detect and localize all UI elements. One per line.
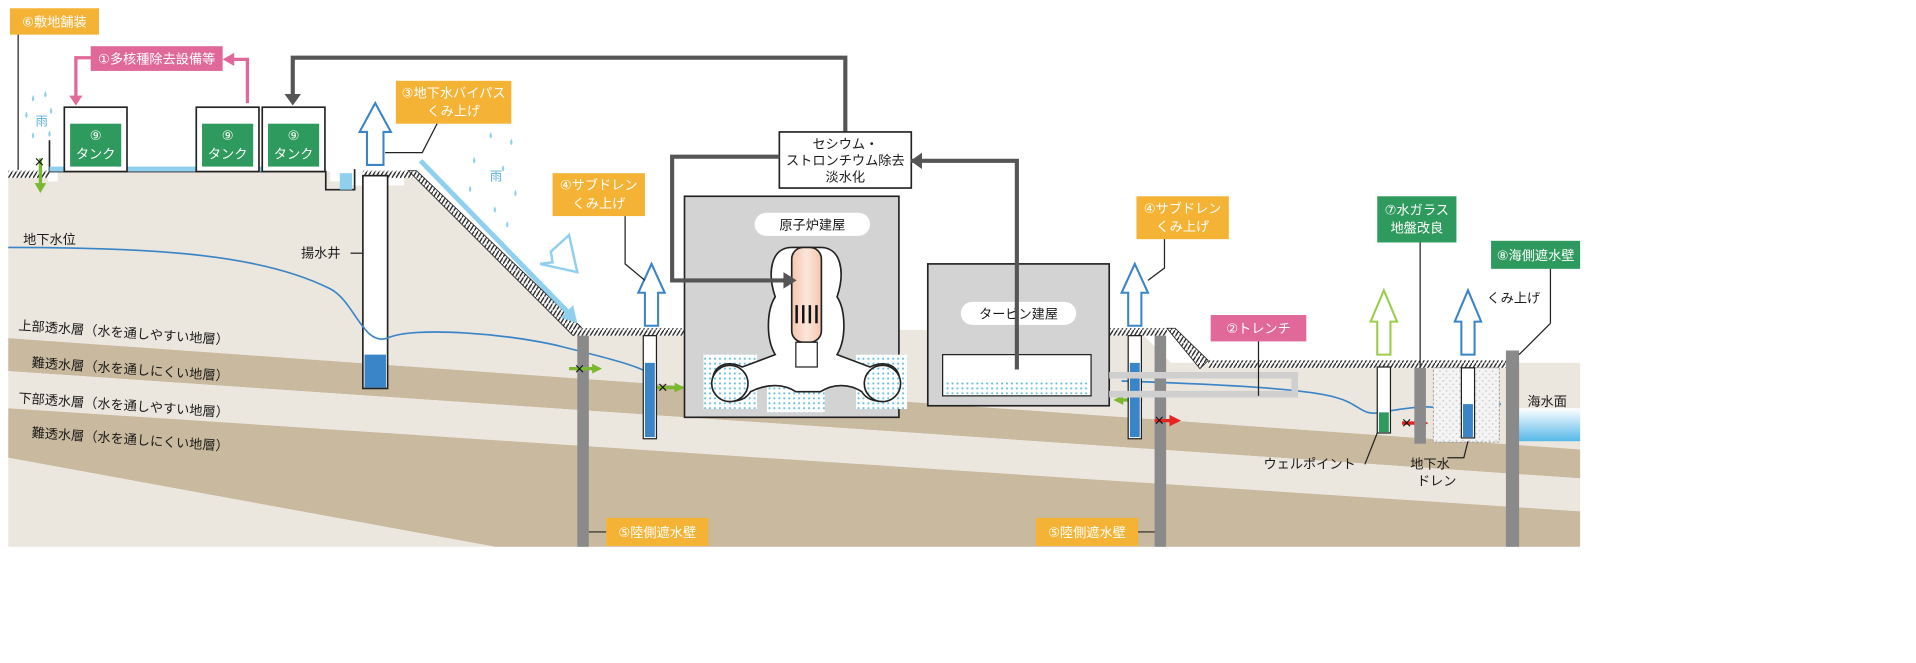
svg-text:×: × <box>34 155 45 170</box>
tag-land-wall-left <box>606 517 709 546</box>
tag-land-wall-right <box>1035 517 1139 546</box>
label-land-wall-left: ⑤陸側遮水壁 <box>618 525 696 541</box>
cesium-to-reactor-arrowhead <box>783 272 797 289</box>
label-cesium-2: ストロンチウム除去 <box>786 153 905 169</box>
label-paving: ⑥敷地舗装 <box>22 14 87 30</box>
well-point <box>1369 287 1399 434</box>
return-to-tank-arrowhead <box>284 94 302 106</box>
tank-2-label: タンク <box>208 146 248 162</box>
rain-label-left: 雨 <box>35 114 47 128</box>
tank-1-number: ⑨ <box>90 129 102 144</box>
label-subdrain-left-1: ④サブドレン <box>560 177 638 194</box>
infiltration-arrow <box>539 232 579 274</box>
label-bypass-1: ③地下水バイパス <box>402 85 506 101</box>
land-side-wall-left <box>577 335 589 547</box>
svg-text:×: × <box>1401 416 1412 431</box>
tank-1: ⑨ タンク <box>63 106 128 173</box>
lower-permeable-layer <box>8 371 1581 512</box>
turbine-to-cesium-line <box>911 158 1019 370</box>
tank-3-label: タンク <box>274 146 314 162</box>
tag-water-glass <box>1377 196 1457 243</box>
tank-area: ⑨ タンク ⑨ タンク ⑨ タンク <box>48 106 356 191</box>
tank-1-label: タンク <box>76 146 116 162</box>
label-bypass-2: くみ上げ <box>427 103 480 119</box>
label-reactor-building: 原子炉建屋 <box>779 217 845 233</box>
turbine-to-cesium-arrowhead <box>910 152 923 170</box>
label-well-point: ウェルポイント <box>1263 456 1355 472</box>
label-trench: ②トレンチ <box>1226 322 1291 337</box>
tank-2-number: ⑨ <box>222 129 234 144</box>
svg-text:×: × <box>1154 414 1165 429</box>
cesium-removal-box <box>778 131 913 189</box>
tag-multi-nuclide <box>90 46 223 71</box>
label-subdrain-right-1: ④サブドレン <box>1144 200 1222 217</box>
reactor-building <box>683 195 908 419</box>
land-side-wall-right <box>1154 335 1167 547</box>
svg-text:×: × <box>657 381 668 396</box>
pink-arrowhead-left <box>222 52 235 66</box>
label-groundwater-level: 地下水位 <box>23 232 76 248</box>
bypass-pump-arrow <box>357 100 393 166</box>
label-sea-level: 海水面 <box>1527 394 1567 410</box>
label-subdrain-right-2: くみ上げ <box>1156 219 1209 235</box>
label-water-glass-1: ⑦水ガラス <box>1385 202 1449 218</box>
label-gw-drain-1: 地下水 <box>1410 456 1450 472</box>
label-water-glass-2: 地盤改良 <box>1390 221 1443 237</box>
trench-pipe <box>1109 371 1299 398</box>
label-gw-drain-2: ドレン <box>1417 475 1457 490</box>
bottom-fade-layer <box>8 457 495 547</box>
label-subdrain-left-2: くみ上げ <box>572 196 625 212</box>
tank-2: ⑨ タンク <box>195 106 260 173</box>
tag-bypass <box>395 80 512 124</box>
label-pumping-well: 揚水井 <box>301 244 341 261</box>
subdrain-right <box>1119 261 1150 440</box>
label-cesium-1: セシウム・ <box>812 136 878 152</box>
tag-paving <box>9 8 99 35</box>
return-to-tank-line <box>290 55 848 132</box>
cesium-to-reactor-line <box>670 154 788 283</box>
sea-side-wall <box>1505 350 1520 547</box>
rain-left <box>25 90 53 139</box>
runoff-arrow-shaft <box>418 159 571 316</box>
label-multi-nuclide: ①多核種除去設備等 <box>98 51 215 68</box>
sea <box>1509 408 1581 442</box>
tank-3: ⑨ タンク <box>261 106 326 173</box>
tag-sea-wall <box>1491 240 1581 269</box>
rain-block-marker: × <box>34 155 47 193</box>
pink-arrowhead-down <box>69 95 83 106</box>
label-cesium-3: 淡水化 <box>826 169 866 185</box>
pumping-well <box>362 174 389 390</box>
label-pump-up: くみ上げ <box>1487 291 1540 307</box>
tag-trench <box>1210 315 1307 342</box>
svg-text:×: × <box>574 362 585 377</box>
subdrain-left <box>636 261 667 440</box>
tag-subdrain-left <box>552 173 645 217</box>
runoff-arrowhead <box>560 305 578 324</box>
tank-3-number: ⑨ <box>288 129 300 144</box>
reactor-building-label-pill <box>754 212 871 236</box>
rain-right <box>468 131 517 228</box>
rain-label-right: 雨 <box>490 170 502 184</box>
groundwater-drain <box>1432 287 1500 443</box>
label-sea-wall: ⑧海側遮水壁 <box>1497 248 1575 264</box>
low-permeable-layer-2 <box>8 408 1581 547</box>
tag-subdrain-right <box>1136 196 1229 240</box>
upper-permeable-layer <box>8 171 1581 450</box>
water-glass-wall <box>1414 367 1426 444</box>
multi-nuclide-loop-arrows <box>74 56 250 104</box>
label-land-wall-right: ⑤陸側遮水壁 <box>1048 525 1126 541</box>
surface-paving <box>8 170 1518 370</box>
